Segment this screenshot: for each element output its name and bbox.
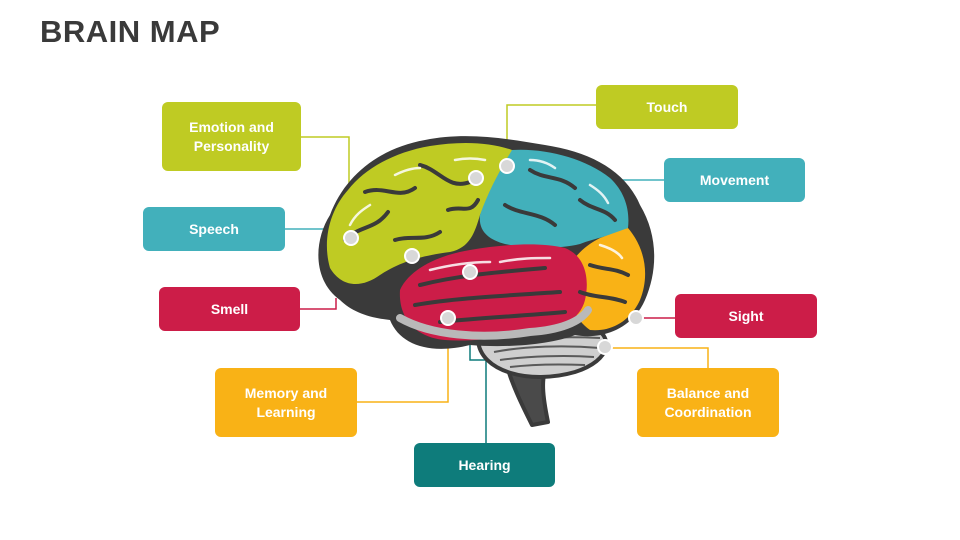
node-sight bbox=[628, 310, 644, 326]
node-balance bbox=[597, 339, 613, 355]
label-sight: Sight bbox=[675, 294, 817, 338]
node-touch bbox=[499, 158, 515, 174]
label-smell: Smell bbox=[159, 287, 300, 331]
node-movement bbox=[468, 170, 484, 186]
node-memory bbox=[440, 310, 456, 326]
node-hearing bbox=[462, 264, 478, 280]
frontal-lobe bbox=[326, 142, 512, 285]
connector-balance bbox=[605, 347, 709, 368]
label-movement: Movement bbox=[664, 158, 805, 202]
label-balance-and-coordination: Balance and Coordination bbox=[637, 368, 779, 437]
node-emotion bbox=[343, 230, 359, 246]
connector-smell bbox=[300, 298, 337, 310]
label-hearing: Hearing bbox=[414, 443, 555, 487]
brain-underside bbox=[396, 306, 592, 340]
page-title: BRAIN MAP bbox=[40, 14, 221, 49]
brain-highlights bbox=[348, 157, 624, 272]
label-memory-and-learning: Memory and Learning bbox=[215, 368, 357, 437]
label-touch: Touch bbox=[596, 85, 738, 129]
node-speech bbox=[404, 248, 420, 264]
connector-nodes bbox=[343, 158, 644, 355]
label-speech: Speech bbox=[143, 207, 285, 251]
label-emotion-and-personality: Emotion and Personality bbox=[162, 102, 301, 171]
parietal-lobe bbox=[479, 149, 629, 248]
